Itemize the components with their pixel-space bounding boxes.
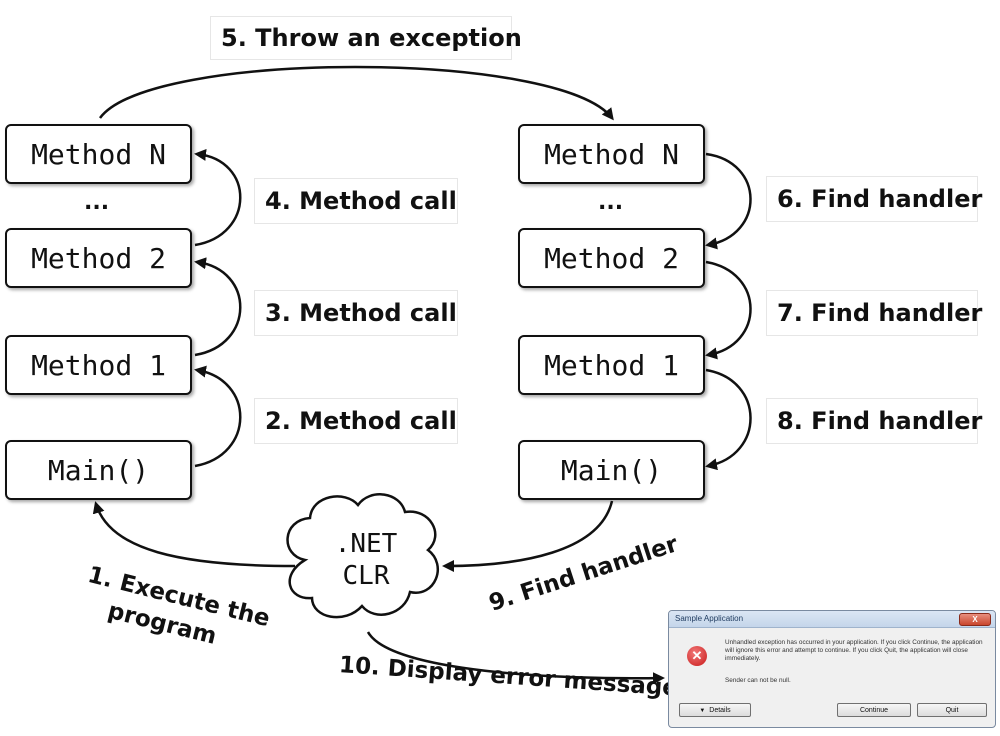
arrow-find-handler-7 — [705, 260, 752, 360]
clr-line-1: .NET — [334, 529, 398, 559]
left-ellipsis: ... — [84, 190, 110, 215]
step-6-label: 6. Find handler — [766, 176, 982, 222]
right-method-n-label: Method N — [544, 137, 679, 171]
quit-button[interactable]: Quit — [917, 703, 987, 717]
step-8-label: 8. Find handler — [766, 398, 982, 444]
chevron-down-icon: ▼ — [699, 708, 706, 714]
clr-cloud — [286, 493, 439, 619]
left-method-n-label: Method N — [31, 137, 166, 171]
left-method-2-label: Method 2 — [31, 241, 166, 275]
error-icon: ✕ — [687, 646, 707, 666]
clr-line-2: CLR — [342, 561, 390, 591]
right-method-n-box: Method N — [518, 124, 705, 184]
arrow-execute-program — [92, 501, 296, 568]
right-method-1-box: Method 1 — [518, 335, 705, 395]
arrow-find-handler-6 — [705, 152, 752, 250]
continue-button[interactable]: Continue — [837, 703, 911, 717]
arrow-find-handler-9 — [442, 500, 614, 572]
left-main-label: Main() — [47, 453, 150, 487]
error-dialog: Sample Application X ✕ Unhandled excepti… — [668, 610, 996, 728]
step-5-label: 5. Throw an exception — [210, 16, 522, 60]
arrow-method-call-4 — [194, 148, 242, 247]
arrow-throw-exception — [98, 65, 614, 121]
step-2-label: 2. Method call — [254, 398, 458, 444]
left-method-n-box: Method N — [5, 124, 192, 184]
arrow-find-handler-8 — [705, 368, 752, 471]
arrow-display-error — [366, 631, 665, 685]
dialog-title-bar: Sample Application X — [669, 611, 995, 628]
dialog-message: Unhandled exception has occurred in your… — [725, 639, 983, 662]
left-main-box: Main() — [5, 440, 192, 500]
step-3-label: 3. Method call — [254, 290, 458, 336]
dialog-close-button[interactable]: X — [959, 613, 991, 626]
details-button-label: Details — [709, 707, 731, 714]
dialog-title: Sample Application — [675, 614, 744, 623]
right-main-label: Main() — [560, 453, 663, 487]
arrow-method-call-3 — [194, 257, 242, 357]
left-method-2-box: Method 2 — [5, 228, 192, 288]
right-method-2-label: Method 2 — [544, 241, 679, 275]
left-method-1-label: Method 1 — [31, 348, 166, 382]
arrow-method-call-2 — [194, 365, 242, 468]
right-ellipsis: ... — [598, 190, 624, 215]
right-method-2-box: Method 2 — [518, 228, 705, 288]
right-method-1-label: Method 1 — [544, 348, 679, 382]
right-main-box: Main() — [518, 440, 705, 500]
dialog-detail-text: Sender can not be null. — [725, 677, 791, 684]
step-4-label: 4. Method call — [254, 178, 458, 224]
left-method-1-box: Method 1 — [5, 335, 192, 395]
step-7-label: 7. Find handler — [766, 290, 982, 336]
clr-label: .NET CLR — [318, 528, 414, 592]
details-button[interactable]: ▼Details — [679, 703, 751, 717]
